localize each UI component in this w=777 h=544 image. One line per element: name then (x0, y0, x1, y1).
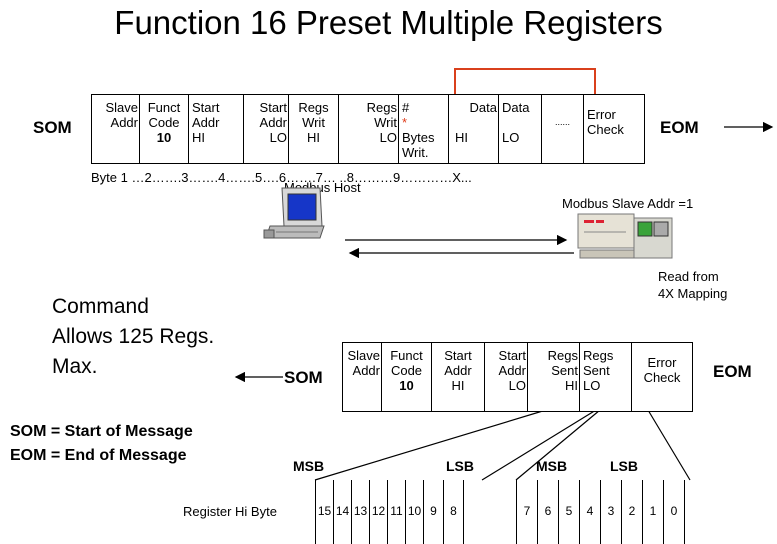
response-som-label: SOM (284, 368, 323, 388)
bit-0: 0 (664, 480, 685, 544)
data-lo-cell: Data LO (499, 95, 542, 163)
bit-1: 1 (643, 480, 664, 544)
msb-label-hi: MSB (293, 458, 324, 474)
ellipsis-cell: ...... (542, 95, 584, 163)
host-computer-icon (262, 186, 334, 244)
bit-15: 15 (316, 480, 334, 544)
byte-index-labels: Byte 1 …2…….3…….4…….5….6…….7… ..8………9………… (91, 170, 472, 185)
response-eom-label: EOM (713, 362, 752, 382)
bit-12: 12 (370, 480, 388, 544)
bit-7: 7 (517, 480, 538, 544)
hi-fan-left (315, 410, 546, 480)
hi-byte-bits: 15 14 13 12 11 10 9 8 (315, 480, 464, 544)
bit-13: 13 (352, 480, 370, 544)
msb-label-lo: MSB (536, 458, 567, 474)
bit-3: 3 (601, 480, 622, 544)
bit-8: 8 (444, 480, 464, 544)
bit-9: 9 (424, 480, 444, 544)
data-hi-cell: Data HI (449, 95, 499, 163)
bit-5: 5 (559, 480, 580, 544)
bit-10: 10 (406, 480, 424, 544)
lo-byte-bits: 7 6 5 4 3 2 1 0 (516, 480, 685, 544)
lsb-label-lo: LSB (610, 458, 638, 474)
bit-2: 2 (622, 480, 643, 544)
lsb-label-hi: LSB (446, 458, 474, 474)
bit-14: 14 (334, 480, 352, 544)
register-hi-byte-label: Register Hi Byte (183, 504, 277, 519)
bit-6: 6 (538, 480, 559, 544)
slave-device-icon (576, 212, 676, 264)
modbus-slave-label: Modbus Slave Addr =1 (562, 196, 693, 211)
lo-fan-right (648, 410, 690, 480)
bit-4: 4 (580, 480, 601, 544)
bit-11: 11 (388, 480, 406, 544)
som-label: SOM (33, 118, 72, 138)
data-bracket (455, 69, 595, 94)
eom-label: EOM (660, 118, 699, 138)
